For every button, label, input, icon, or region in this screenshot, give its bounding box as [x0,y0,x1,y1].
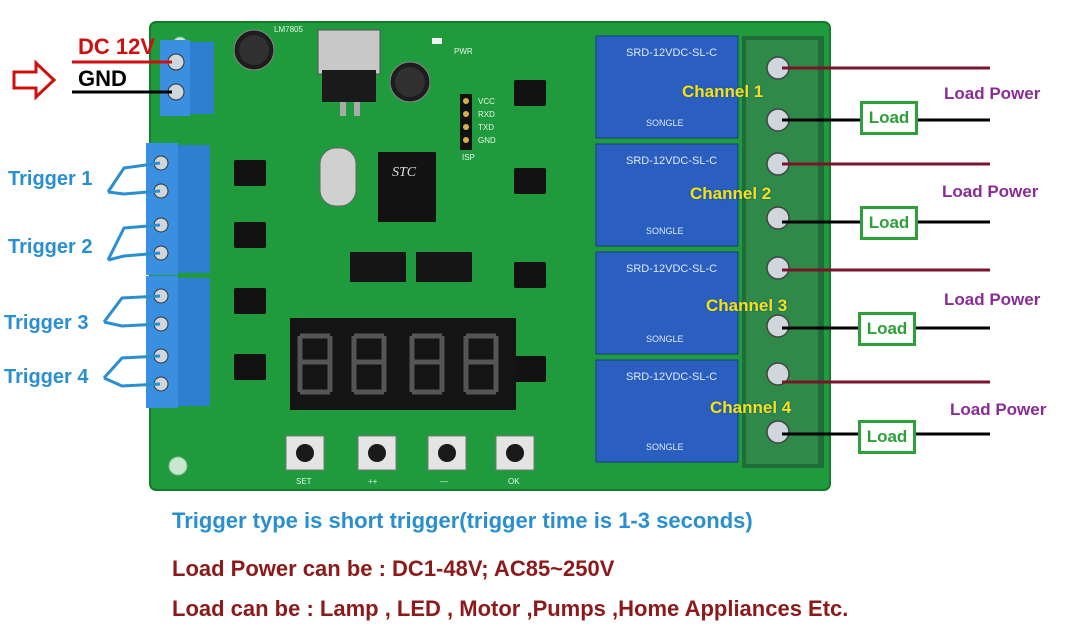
svg-text:SONGLE: SONGLE [646,226,684,236]
svg-text:SRD-12VDC-SL-C: SRD-12VDC-SL-C [626,47,717,59]
segment-display [290,318,516,410]
svg-text:SRD-12VDC-SL-C: SRD-12VDC-SL-C [626,263,717,275]
svg-text:SONGLE: SONGLE [646,118,684,128]
caption-load-types: Load can be : Lamp , LED , Motor ,Pumps … [172,596,849,621]
output-terminals [742,36,824,468]
svg-text:VCC: VCC [478,97,495,106]
load-3-box: Load [858,312,916,346]
trigger-3-label: Trigger 3 [4,312,89,334]
channel-1-label: Channel 1 [682,82,764,101]
dc-12v-label: DC 12V [78,34,156,59]
svg-text:RXD: RXD [478,110,495,119]
svg-text:LM7805: LM7805 [274,25,303,34]
relays [595,35,739,463]
svg-text:GND: GND [478,136,496,145]
svg-text:SRD-12VDC-SL-C: SRD-12VDC-SL-C [626,155,717,167]
gnd-label: GND [78,66,127,91]
svg-text:SET: SET [296,477,312,486]
load-power-2-label: Load Power [942,182,1039,201]
load-power-3-label: Load Power [944,290,1041,309]
regulator [317,29,381,116]
mcu-chip: STC [378,152,436,222]
trigger-4-label: Trigger 4 [4,366,89,388]
load-1-box: Load [860,101,918,135]
trigger-2-label: Trigger 2 [8,236,93,258]
push-buttons [285,435,535,471]
svg-text:STC: STC [392,165,417,180]
svg-text:ISP: ISP [462,153,475,162]
gnd-arrow-icon [12,59,57,101]
caption-trigger-type: Trigger type is short trigger(trigger ti… [172,508,753,533]
svg-text:TXD: TXD [478,123,494,132]
svg-text:PWR: PWR [454,47,473,56]
svg-text:OK: OK [508,477,520,486]
power-terminal [160,40,214,116]
trigger-1-label: Trigger 1 [8,168,93,190]
load-power-1-label: Load Power [944,84,1041,103]
isp-header [460,94,472,150]
trigger-terminals [146,143,210,408]
caption-load-power: Load Power can be : DC1-48V; AC85~250V [172,556,615,581]
channel-3-label: Channel 3 [706,296,788,315]
load-power-4-label: Load Power [950,400,1047,419]
channel-2-label: Channel 2 [690,184,772,203]
svg-text:SONGLE: SONGLE [646,334,684,344]
trigger-wires [102,161,161,388]
svg-text:SRD-12VDC-SL-C: SRD-12VDC-SL-C [626,371,717,383]
load-power-wires [782,66,990,384]
load-4-box: Load [858,420,916,454]
channel-4-label: Channel 4 [710,398,792,417]
svg-text:—: — [440,477,448,486]
load-2-box: Load [860,206,918,240]
svg-text:++: ++ [368,477,378,486]
svg-text:SONGLE: SONGLE [646,442,684,452]
